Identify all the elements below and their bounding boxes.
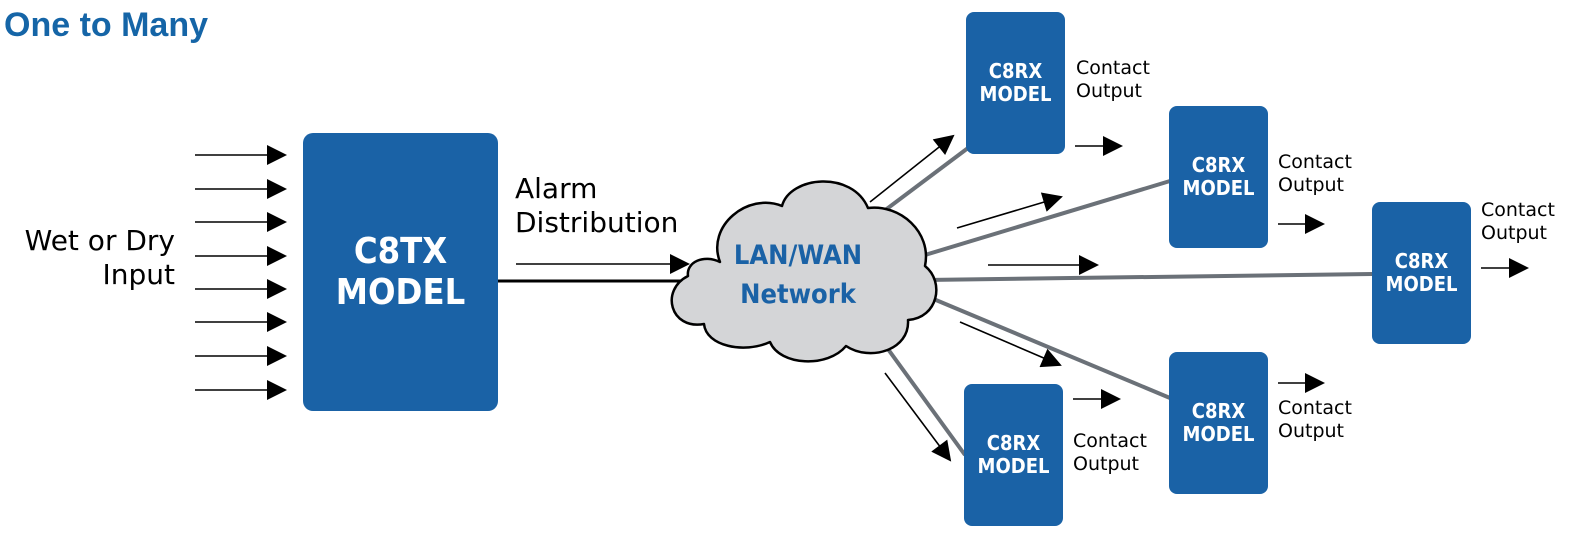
link-rx2 bbox=[914, 179, 1171, 260]
output-text: Output bbox=[1481, 221, 1547, 244]
link-rx4 bbox=[911, 288, 1171, 400]
input-label: Wet or Dry Input bbox=[10, 224, 175, 291]
contact-output-label-1: Contact Output bbox=[1076, 57, 1150, 103]
receiver-box-2: C8RX MODEL bbox=[1169, 106, 1268, 248]
transmitter-model-label: MODEL bbox=[335, 272, 466, 313]
dist-arrow-rx2 bbox=[956, 192, 1063, 229]
receiver-model-label: MODEL bbox=[979, 82, 1052, 106]
contact-text: Contact bbox=[1073, 430, 1147, 452]
network-cloud bbox=[670, 180, 938, 363]
dist-arrow-rx4 bbox=[959, 321, 1062, 368]
contact-text: Contact bbox=[1278, 151, 1352, 173]
link-rx1 bbox=[870, 146, 970, 222]
alarm-label-line-1: Alarm bbox=[515, 172, 598, 205]
receiver-model-label: MODEL bbox=[1182, 422, 1255, 446]
receiver-model-label: MODEL bbox=[1182, 176, 1255, 200]
network-links bbox=[870, 146, 1373, 457]
output-text: Output bbox=[1278, 419, 1344, 442]
input-label-line-2: Input bbox=[102, 257, 175, 291]
alarm-label-line-2: Distribution bbox=[515, 205, 679, 239]
link-rx5 bbox=[883, 343, 967, 457]
contact-output-label-4: Contact Output bbox=[1278, 397, 1352, 443]
receiver-box-4: C8RX MODEL bbox=[1169, 352, 1268, 494]
contact-output-label-2: Contact Output bbox=[1278, 151, 1352, 197]
network-label: LAN/WAN Network bbox=[728, 236, 868, 314]
dist-arrow-rx1 bbox=[869, 134, 955, 203]
transmitter-box: C8TX MODEL bbox=[303, 133, 498, 411]
contact-text: Contact bbox=[1481, 199, 1555, 221]
contact-text: Contact bbox=[1278, 397, 1352, 419]
receiver-model-name: C8RX bbox=[1191, 399, 1246, 423]
link-rx3 bbox=[924, 272, 1373, 282]
receiver-model-label: MODEL bbox=[977, 454, 1050, 478]
alarm-distribution-label: Alarm Distribution bbox=[515, 172, 678, 239]
receiver-model-name: C8RX bbox=[1394, 249, 1449, 273]
contact-output-label-3: Contact Output bbox=[1481, 199, 1555, 245]
contact-output-label-5: Contact Output bbox=[1073, 430, 1147, 476]
network-label-line-1: LAN/WAN bbox=[733, 240, 863, 271]
receiver-model-name: C8RX bbox=[986, 431, 1041, 455]
output-text: Output bbox=[1076, 79, 1142, 102]
receiver-model-name: C8RX bbox=[988, 59, 1043, 83]
receiver-box-3: C8RX MODEL bbox=[1372, 202, 1471, 344]
dist-arrow-rx5 bbox=[884, 372, 952, 462]
transmitter-model-name: C8TX bbox=[353, 230, 448, 272]
input-label-line-1: Wet or Dry bbox=[24, 224, 175, 257]
receiver-model-label: MODEL bbox=[1385, 272, 1458, 296]
network-label-line-2: Network bbox=[740, 279, 856, 311]
input-arrows bbox=[195, 145, 287, 400]
receiver-box-1: C8RX MODEL bbox=[966, 12, 1065, 154]
receiver-box-5: C8RX MODEL bbox=[964, 384, 1063, 526]
output-text: Output bbox=[1278, 173, 1344, 196]
output-text: Output bbox=[1073, 452, 1139, 475]
contact-text: Contact bbox=[1076, 57, 1150, 79]
output-arrows bbox=[1073, 136, 1529, 409]
page-title: One to Many bbox=[4, 6, 209, 44]
distribution-arrows bbox=[869, 134, 1099, 462]
receiver-model-name: C8RX bbox=[1191, 153, 1246, 177]
